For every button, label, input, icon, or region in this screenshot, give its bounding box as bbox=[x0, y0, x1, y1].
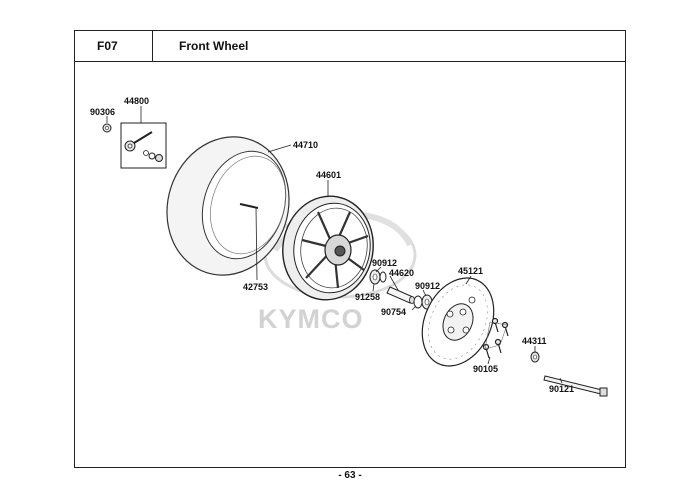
dust-seal bbox=[379, 271, 387, 283]
part-labels: 90306 44800 44710 44601 42753 90912 4462… bbox=[90, 96, 574, 394]
part-label: 90121 bbox=[549, 384, 574, 394]
wheel-bearing-right bbox=[413, 294, 433, 310]
disc-bolts bbox=[482, 317, 509, 359]
part-label: 90754 bbox=[381, 307, 406, 317]
part-label: 90912 bbox=[372, 258, 397, 268]
brake-disc bbox=[421, 277, 495, 367]
section-code: F07 bbox=[97, 39, 118, 53]
part-label: 90912 bbox=[415, 281, 440, 291]
part-label: 44601 bbox=[316, 170, 341, 180]
wheel-rim bbox=[282, 195, 374, 301]
part-label: 90306 bbox=[90, 107, 115, 117]
tire bbox=[166, 136, 290, 276]
leader-lines bbox=[106, 106, 563, 384]
diagram-frame: F07 Front Wheel bbox=[74, 30, 626, 468]
wheel-bearing-left bbox=[369, 269, 381, 285]
part-label: 42753 bbox=[243, 282, 268, 292]
part-label: 45121 bbox=[458, 266, 483, 276]
page-number: - 63 - bbox=[338, 470, 362, 481]
valve-nut bbox=[102, 123, 112, 133]
part-label: 91258 bbox=[355, 292, 380, 302]
section-code-cell: F07 bbox=[75, 31, 153, 61]
part-label: 90105 bbox=[473, 364, 498, 374]
part-label: 44710 bbox=[293, 140, 318, 150]
part-label: 44620 bbox=[389, 268, 414, 278]
axle-collar bbox=[530, 351, 540, 363]
part-label: 44800 bbox=[124, 96, 149, 106]
distance-collar bbox=[386, 286, 415, 304]
page-title: Front Wheel bbox=[179, 39, 249, 53]
part-label: 44311 bbox=[522, 336, 547, 346]
watermark-text: KYMCO bbox=[258, 304, 364, 334]
valve-kit-box bbox=[120, 122, 167, 169]
front-axle bbox=[543, 375, 608, 397]
header-bar: F07 Front Wheel bbox=[75, 31, 625, 62]
